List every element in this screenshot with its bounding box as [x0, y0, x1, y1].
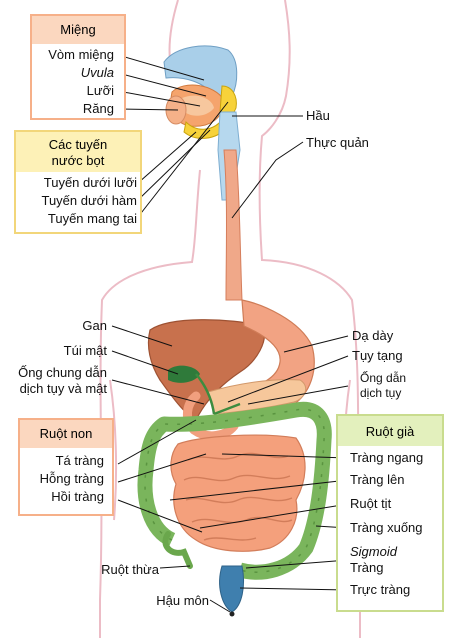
mouth-group-box: Miệng — [30, 14, 126, 120]
label-ascending-colon: Tràng lên — [350, 472, 405, 487]
label-transverse-colon: Tràng ngang — [350, 450, 424, 465]
label-jejunum: Hỗng tràng — [39, 471, 104, 486]
label-pancreatic-duct-1: Ống dẫn — [360, 371, 407, 385]
salivary-group-title-2: nước bọt — [51, 153, 105, 168]
label-sigmoid: Sigmoid — [350, 544, 397, 559]
anus-point — [229, 611, 235, 617]
label-palate: Vòm miệng — [48, 47, 114, 62]
large-intestine-group-box: Ruột già — [336, 414, 444, 612]
label-appendix: Ruột thừa — [101, 562, 159, 577]
label-pharynx: Hầu — [306, 108, 330, 123]
appendix-shape — [162, 531, 193, 569]
label-sublingual-gland: Tuyến dưới lưỡi — [43, 175, 137, 190]
small-intestine-group-box: Ruột non — [18, 418, 114, 516]
label-sigmoid-colon: Tràng — [350, 560, 384, 575]
label-stomach: Dạ dày — [352, 328, 394, 343]
leader-lines — [111, 54, 349, 613]
mouth-group-body — [32, 44, 124, 118]
esophagus-shape — [223, 149, 243, 301]
salivary-group-title-1: Các tuyến — [48, 137, 108, 152]
label-esophagus: Thực quản — [306, 135, 369, 150]
label-uvula: Uvula — [80, 65, 114, 80]
label-anus: Hậu môn — [156, 593, 209, 608]
salivary-group-box: Các tuyến nước bọt — [14, 130, 142, 234]
palate-shape — [163, 45, 238, 97]
small-intestine-shape — [170, 434, 306, 552]
label-cecum: Ruột tịt — [350, 496, 392, 511]
salivary-group-body — [16, 172, 140, 232]
large-intestine-shape — [137, 401, 332, 580]
label-submandibular-gland: Tuyến dưới hàm — [41, 193, 137, 208]
label-gallbladder: Túi mật — [63, 343, 107, 358]
label-liver: Gan — [82, 318, 107, 333]
label-common-bile-duct-1: Ống chung dẫn — [18, 365, 107, 380]
label-duodenum: Tá tràng — [55, 453, 104, 468]
large-intestine-group-body — [338, 446, 442, 610]
small-intestine-group-title: Ruột non — [39, 426, 93, 441]
label-teeth: Răng — [82, 101, 114, 116]
liver-shape — [147, 319, 265, 421]
large-intestine-group-title: Ruột già — [365, 424, 415, 439]
small-intestine-group-body — [20, 448, 112, 514]
gallbladder-shape — [168, 365, 200, 383]
pancreas-shape — [207, 379, 307, 415]
label-parotid-gland: Tuyến mang tai — [47, 211, 137, 226]
label-tongue: Lưỡi — [86, 83, 114, 98]
rectum-shape — [219, 565, 245, 613]
label-pancreas: Tụy tạng — [352, 348, 403, 363]
label-common-bile-duct-2: dịch tụy và mật — [19, 381, 107, 396]
label-descending-colon: Tràng xuống — [350, 520, 423, 535]
small-intestine-loops — [183, 452, 293, 541]
label-pancreatic-duct-2: dịch tụy — [360, 386, 402, 400]
mouth-group-title: Miệng — [60, 22, 96, 37]
bile-duct-shape — [195, 373, 241, 416]
label-ileum: Hồi tràng — [51, 489, 104, 504]
label-rectum: Trực tràng — [350, 582, 411, 597]
